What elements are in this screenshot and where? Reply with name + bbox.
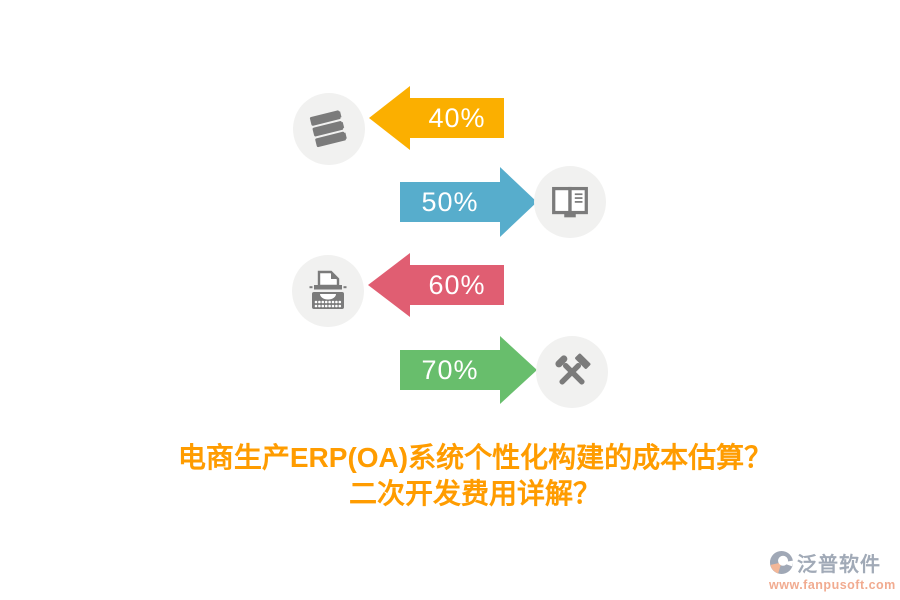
title-line-1: 电商生产ERP(OA)系统个性化构建的成本估算？ <box>177 442 773 473</box>
fanpu-logo-icon <box>769 550 794 575</box>
arrow-head-left <box>368 253 410 317</box>
arrow-60-percent: 60% <box>368 253 504 317</box>
arrow-head-right <box>500 336 537 404</box>
open-book-icon <box>552 186 588 218</box>
watermark-url: www.fanpusoft.com <box>769 578 896 592</box>
percent-label: 60% <box>428 269 486 300</box>
arrow-head-right <box>500 167 537 237</box>
hammers-icon-circle <box>536 336 608 408</box>
books-icon <box>309 110 347 148</box>
arrow-body: 50% <box>400 182 500 222</box>
page-title: 电商生产ERP(OA)系统个性化构建的成本估算？ 二次开发费用详解？ <box>25 440 900 512</box>
title-line-2: 二次开发费用详解？ <box>348 478 601 509</box>
percent-label: 70% <box>421 354 479 385</box>
arrow-70-percent: 70% <box>400 335 537 405</box>
arrow-body: 40% <box>410 98 504 138</box>
watermark: 泛普软件 www.fanpusoft.com <box>769 548 896 592</box>
arrow-50-percent: 50% <box>400 167 537 237</box>
arrow-body: 60% <box>410 265 504 305</box>
hammers-icon <box>555 353 591 385</box>
percent-label: 50% <box>421 186 479 217</box>
arrow-head-left <box>369 86 410 150</box>
percent-label: 40% <box>428 102 486 133</box>
watermark-brand: 泛普软件 <box>797 554 881 576</box>
typewriter-icon-circle <box>292 255 364 327</box>
typewriter-icon <box>309 270 347 309</box>
arrow-body: 70% <box>400 350 500 390</box>
arrow-40-percent: 40% <box>369 86 504 150</box>
books-icon-circle <box>293 93 365 165</box>
open-book-icon-circle <box>534 166 606 238</box>
